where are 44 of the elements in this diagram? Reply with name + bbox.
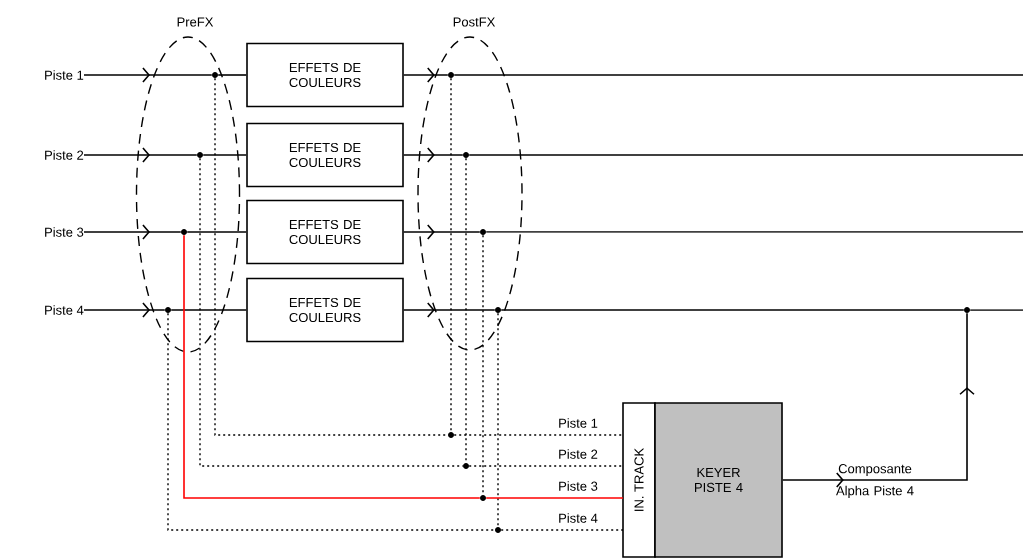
edge-label: Piste 1 [557,417,599,429]
connector [468,465,624,467]
connector [83,147,198,163]
keyer-box: KEYER PISTE 4 [654,402,783,558]
connector [83,302,166,318]
edge-label: Piste 3 [557,480,599,492]
connector [500,529,624,531]
connector [83,67,213,83]
connector [403,224,481,240]
edge-label: Composante Alpha Piste 4 [836,464,914,498]
track-label: Piste 4 [45,305,84,315]
connector [217,74,247,76]
connector [183,234,481,499]
connector [403,67,449,83]
effect-box: EFFETS DE COULEURS [246,42,404,108]
connector [500,309,965,311]
connector [485,231,1023,233]
connector [83,224,182,240]
track-label: Piste 1 [45,70,84,80]
effect-box: EFFETS DE COULEURS [246,277,404,343]
effect-box: EFFETS DE COULEURS [246,199,404,265]
connector [782,312,975,488]
edge-label: Piste 4 [557,512,599,524]
track-label: Piste 3 [45,227,84,237]
connector [170,309,247,311]
connector [167,312,496,531]
connector [199,157,464,467]
connector [497,312,499,528]
connector [403,302,496,318]
connector [403,147,464,163]
connector [969,309,1023,311]
connector [453,74,1023,76]
input-box: IN. TRACK [622,402,656,558]
connector [186,231,247,233]
effect-box: EFFETS DE COULEURS [246,122,404,188]
node-label: PostFX [453,17,496,27]
connector [450,77,452,433]
edge-label: Piste 2 [557,448,599,460]
track-label: Piste 2 [45,150,84,160]
node-label: PreFX [177,17,214,27]
connector [453,434,624,436]
connector [485,497,624,499]
connector [202,154,247,156]
connector [468,154,1023,156]
